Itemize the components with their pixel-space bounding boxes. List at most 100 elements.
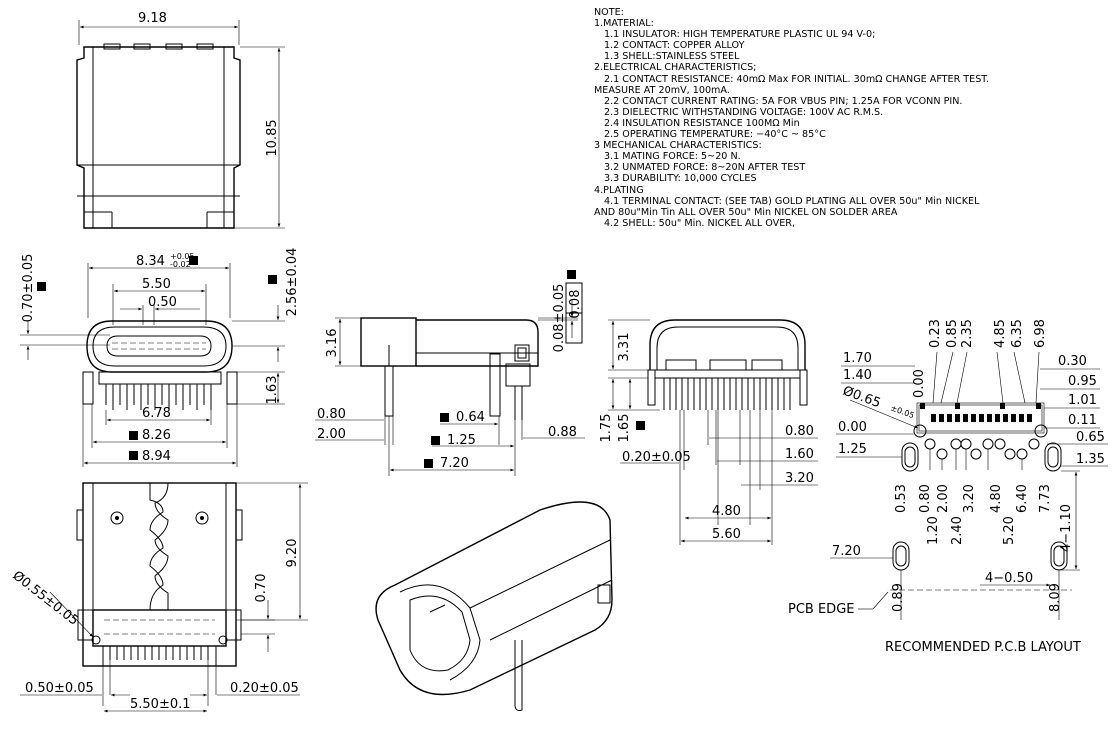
pcb-000-left: 0.00 bbox=[838, 420, 867, 435]
end-480: 4.80 bbox=[712, 504, 741, 519]
pcb-065: Ø0.65 bbox=[841, 384, 883, 411]
note-line: 2.1 CONTACT RESISTANCE: 40mΩ Max FOR INI… bbox=[604, 73, 990, 85]
pcb-mid-5: 6.40 bbox=[1015, 484, 1030, 513]
side-720: 7.20 bbox=[440, 456, 469, 471]
pcb-right-2: 1.01 bbox=[1068, 393, 1097, 408]
note-line: 2.3 DIELECTRIC WITHSTANDING VOLTAGE: 100… bbox=[604, 106, 884, 118]
pcb-mid-2: 2.00 bbox=[936, 484, 951, 513]
side-080: 0.80 bbox=[317, 407, 346, 422]
pcb-right-5: 1.35 bbox=[1076, 452, 1105, 467]
notes-title: NOTE: bbox=[594, 7, 624, 18]
pcb-000-top: 0.00 bbox=[912, 369, 927, 398]
note-line: 3.2 UNMATED FORCE: 8~20N AFTER TEST bbox=[604, 162, 806, 174]
note-line: 2.4 INSULATION RESISTANCE 100MΩ Min bbox=[604, 117, 800, 129]
pcb-top-0: 0.23 bbox=[928, 319, 943, 348]
notes-block: NOTE: 1.MATERIAL:1.1 INSULATOR: HIGH TEM… bbox=[594, 7, 1109, 229]
inspection-mark bbox=[129, 451, 138, 460]
end-165: 1.65 bbox=[617, 414, 632, 443]
inspection-mark bbox=[567, 270, 576, 279]
end-331: 3.31 bbox=[617, 333, 632, 362]
side-316: 3.16 bbox=[325, 329, 340, 358]
bottom-070: 0.70 bbox=[254, 574, 269, 603]
front-070: 0.70±0.05 bbox=[21, 254, 36, 323]
pcb-mid-4: 4.80 bbox=[989, 484, 1004, 513]
front-894: 8.94 bbox=[142, 449, 171, 464]
front-256: 2.56±0.04 bbox=[285, 248, 300, 317]
inspection-mark bbox=[440, 413, 449, 422]
note-line: 1.1 INSULATOR: HIGH TEMPERATURE PLASTIC … bbox=[604, 29, 876, 41]
pcb-720: 7.20 bbox=[832, 544, 861, 559]
pcb-809: 8.09 bbox=[1048, 583, 1063, 612]
pcb-edge-label: PCB EDGE bbox=[788, 602, 854, 617]
end-560: 5.60 bbox=[712, 527, 741, 542]
pcb-top-4: 6.35 bbox=[1010, 319, 1025, 348]
inspection-mark bbox=[37, 282, 46, 291]
side-008-box: 0.08 bbox=[568, 290, 583, 319]
front-tol-upper: +0.05 bbox=[170, 252, 195, 261]
pcb-170: 1.70 bbox=[843, 351, 872, 366]
pad-circles bbox=[924, 438, 1040, 460]
end-view: 3.31 1.75 1.65 0.20±0.05 0.80 1.60 3.20 … bbox=[599, 319, 818, 545]
pcb-089: 0.89 bbox=[891, 583, 906, 612]
front-tol-lower: -0.02 bbox=[170, 260, 191, 269]
bottom-550: 5.50±0.1 bbox=[130, 697, 191, 712]
side-view: 3.16 0.08±0.05 0.08 0.80 2.00 0.64 1.25 … bbox=[315, 270, 585, 476]
side-200: 2.00 bbox=[317, 427, 346, 442]
pcb-4-050: 4−0.50 bbox=[985, 571, 1033, 586]
note-line: AND 80u"Min Tin ALL OVER 50u" Min NICKEL… bbox=[594, 206, 898, 218]
pcb-layout: 0.00 0.23 0.85 2.35 4.85 6.35 6.98 1.70 … bbox=[788, 319, 1108, 655]
pcb-top-5: 6.98 bbox=[1033, 319, 1048, 348]
note-line: 3.1 MATING FORCE: 5~20 N. bbox=[604, 151, 741, 163]
note-line: 4.1 TERMINAL CONTACT: (SEE TAB) GOLD PLA… bbox=[604, 195, 980, 207]
note-line: 3.3 DURABILITY: 10,000 CYCLES bbox=[604, 173, 757, 185]
pcb-mid-1: 0.80 bbox=[918, 484, 933, 513]
pcb-mid-3: 3.20 bbox=[962, 484, 977, 513]
pcb-low-1: 2.40 bbox=[950, 516, 965, 545]
pcb-low-0: 1.20 bbox=[926, 516, 941, 545]
front-width-550: 5.50 bbox=[142, 277, 171, 292]
pcb-top-3: 4.85 bbox=[993, 319, 1008, 348]
side-125: 1.25 bbox=[447, 433, 476, 448]
pcb-right-1: 0.95 bbox=[1068, 374, 1097, 389]
inspection-mark bbox=[431, 436, 440, 445]
end-320: 3.20 bbox=[785, 471, 814, 486]
bottom-055: Ø0.55±0.05 bbox=[10, 568, 82, 628]
bottom-view: 9.20 0.70 Ø0.55±0.05 0.50±0.05 0.20±0.05… bbox=[10, 482, 308, 713]
note-line: 1.3 SHELL:STAINLESS STEEL bbox=[604, 51, 740, 63]
side-008: 0.08±0.05 bbox=[552, 284, 567, 353]
front-view: 8.34 +0.05 -0.02 5.50 0.50 bbox=[20, 248, 300, 467]
bottom-050: 0.50±0.05 bbox=[25, 681, 94, 696]
end-020: 0.20±0.05 bbox=[622, 450, 691, 465]
inspection-mark bbox=[424, 459, 433, 468]
end-080: 0.80 bbox=[785, 424, 814, 439]
note-line: 3 MECHANICAL CHARACTERISTICS: bbox=[594, 140, 762, 152]
pcb-right-4: 0.65 bbox=[1076, 430, 1105, 445]
side-088: 0.88 bbox=[548, 425, 577, 440]
front-826: 8.26 bbox=[142, 428, 171, 443]
front-163: 1.63 bbox=[265, 376, 280, 405]
bottom-020: 0.20±0.05 bbox=[230, 681, 299, 696]
note-line: MEASURE AT 20mV, 100mA. bbox=[594, 84, 730, 96]
signal-pad-row bbox=[931, 414, 1032, 422]
front-678: 6.78 bbox=[142, 406, 171, 421]
pcb-125: 1.25 bbox=[838, 442, 867, 457]
inspection-mark bbox=[129, 431, 138, 440]
note-line: 4.PLATING bbox=[594, 184, 644, 196]
pcb-mid-6: 7.73 bbox=[1038, 484, 1053, 513]
end-175: 1.75 bbox=[599, 414, 614, 443]
pcb-top-2: 2.35 bbox=[960, 319, 975, 348]
pcb-caption: RECOMMENDED P.C.B LAYOUT bbox=[885, 640, 1081, 655]
inspection-mark bbox=[189, 256, 198, 265]
pcb-top-1: 0.85 bbox=[945, 319, 960, 348]
pcb-low-2: 5.20 bbox=[1002, 516, 1017, 545]
note-line: 4.2 SHELL: 50u" Min. NICKEL ALL OVER, bbox=[604, 217, 795, 229]
pcb-140: 1.40 bbox=[843, 368, 872, 383]
top-width-label: 9.18 bbox=[138, 11, 167, 26]
note-line: 2.5 OPERATING TEMPERATURE: −40°C ~ 85°C bbox=[604, 129, 826, 141]
note-line: 2.2 CONTACT CURRENT RATING: 5A FOR VBUS … bbox=[604, 95, 963, 107]
end-160: 1.60 bbox=[785, 447, 814, 462]
inspection-mark bbox=[636, 421, 645, 430]
side-064: 0.64 bbox=[456, 410, 485, 425]
note-line: 2.ELECTRICAL CHARACTERISTICS; bbox=[594, 62, 757, 74]
